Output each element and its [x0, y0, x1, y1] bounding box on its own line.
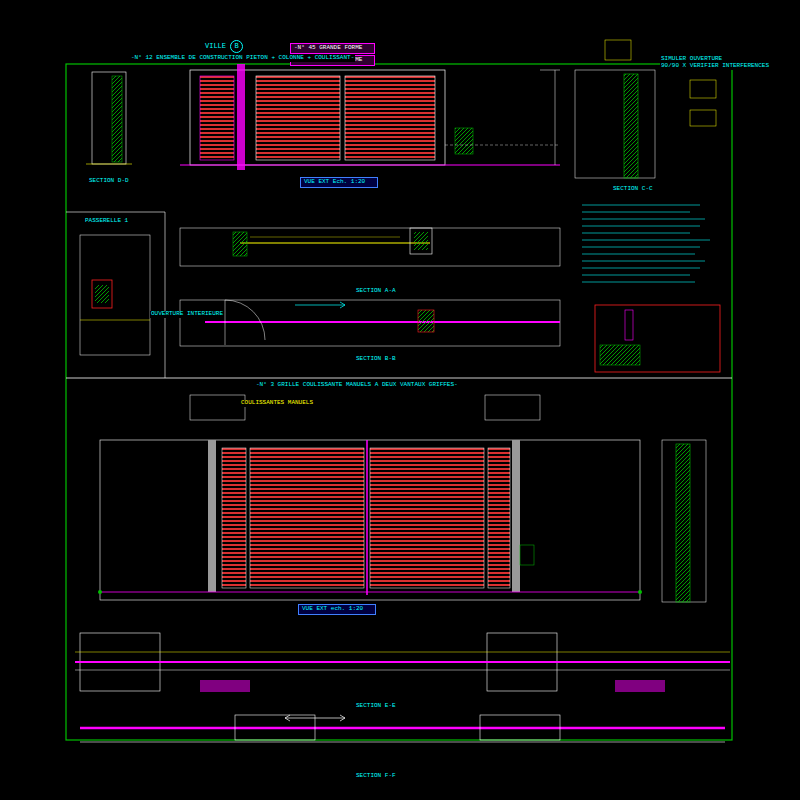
- drawing-label: SECTION B-B: [355, 356, 397, 363]
- drawing-label: COULISSANTES MANUELS: [240, 400, 314, 407]
- drawing-label: -N° 3 GRILLE COULISSANTE MANUELS A DEUX …: [255, 382, 459, 389]
- drawing-label: OUVERTURE INTERIEURE: [150, 311, 224, 318]
- drawing-label: SECTION C-C: [612, 186, 654, 193]
- title-box: VUE EXT Ech. 1:20: [300, 177, 378, 188]
- drawing-label: -N° 12 ENSEMBLE DE CONSTRUCTION PIETON +…: [130, 55, 355, 62]
- box-text: -N° 45 GRANDE FORME: [294, 44, 362, 51]
- circle-letter: B: [230, 40, 243, 53]
- title-box: -N° 45 GRANDE FORME: [290, 43, 375, 54]
- drawing-label: SECTION E-E: [355, 703, 397, 710]
- box-text: VUE EXT Ech. 1:20: [304, 178, 365, 185]
- drawing-label: PASSERELLE 1: [84, 218, 129, 225]
- box-text: VUE EXT ech. 1:20: [302, 605, 363, 612]
- title-badge: VILLE B: [205, 40, 244, 53]
- drawing-label: SECTION F-F: [355, 773, 397, 780]
- drawing-label: SIMULER OUVERTURE: [660, 56, 723, 63]
- drawing-label: SECTION A-A: [355, 288, 397, 295]
- drawing-label: SECTION D-D: [88, 178, 130, 185]
- title-box: VUE EXT ech. 1:20: [298, 604, 376, 615]
- drawing-label: 90/90 X VERIFIER INTERFERENCES: [660, 63, 770, 70]
- box-text: VILLE: [205, 42, 226, 50]
